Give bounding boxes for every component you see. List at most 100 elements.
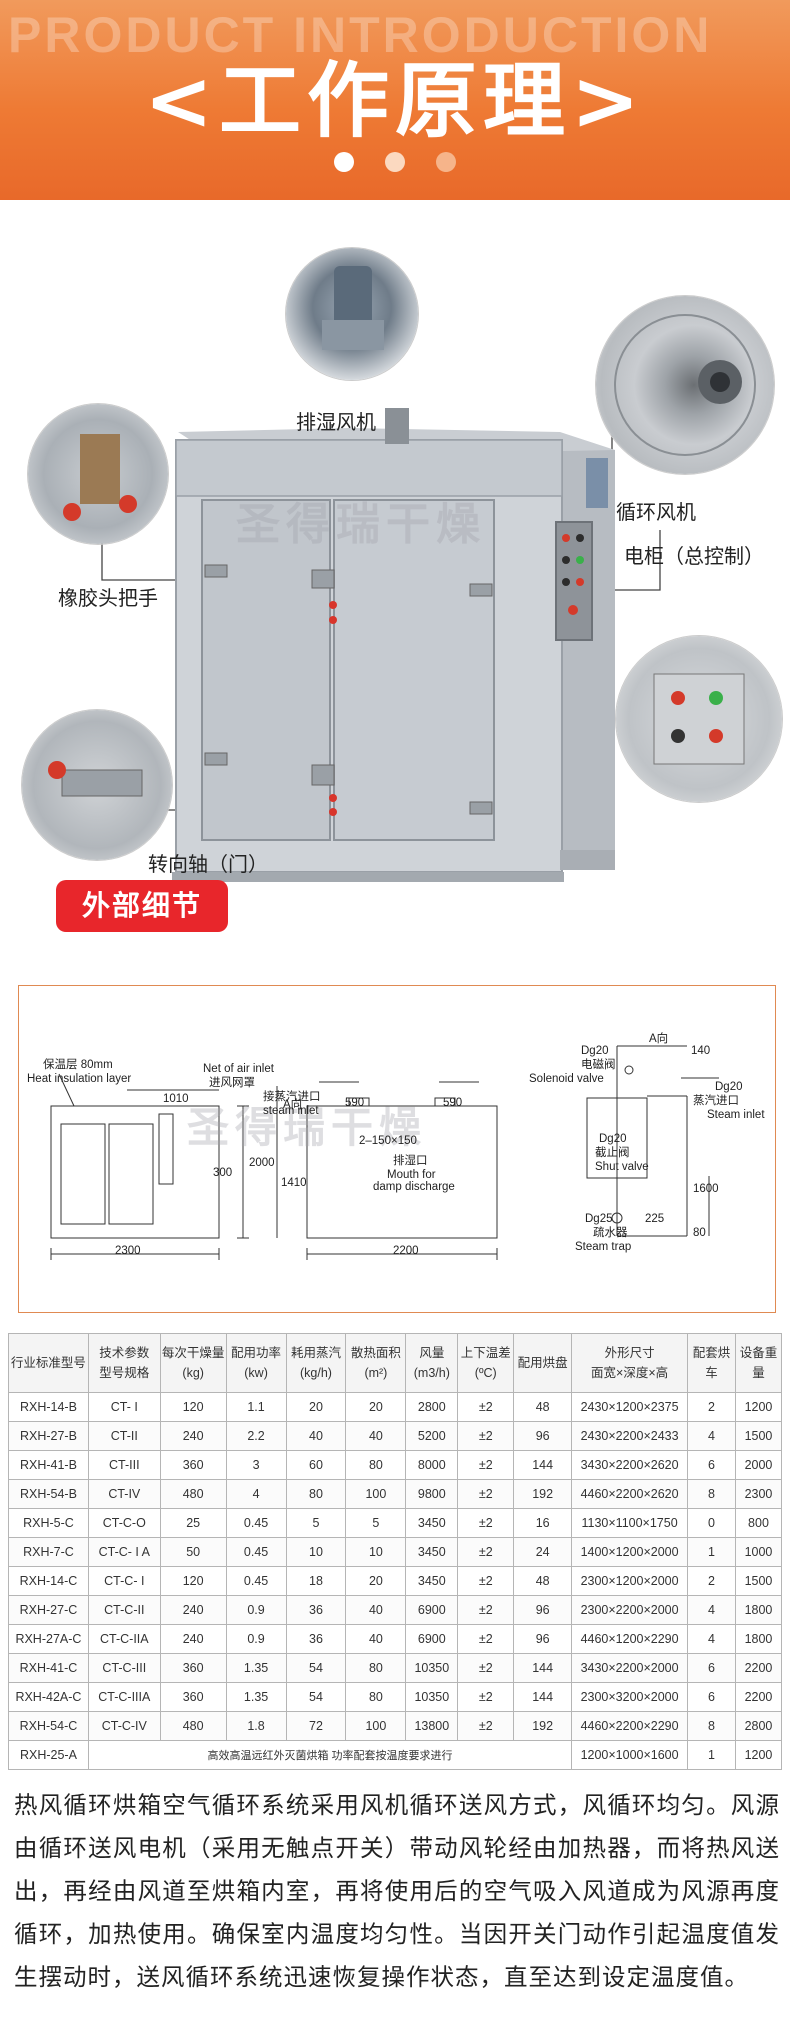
air-inlet-cn: 进风网罩 [209, 1077, 255, 1089]
table-cell: ±2 [457, 1566, 515, 1596]
shut-cn: 截止阀 [595, 1147, 630, 1159]
dim-1410: 1410 [281, 1177, 307, 1189]
table-cell: 144 [513, 1682, 573, 1712]
table-cell: 100 [345, 1711, 407, 1741]
table-cell: 192 [513, 1479, 573, 1509]
table-cell: 40 [345, 1624, 407, 1654]
table-cell: 4460×1200×2290 [571, 1624, 689, 1654]
table-cell: RXH-42A-C [8, 1682, 89, 1712]
dot-3 [436, 152, 457, 172]
fan-icon [614, 314, 756, 456]
table-cell: 1500 [734, 1421, 783, 1451]
table-cell: 72 [285, 1711, 347, 1741]
table-cell: ±2 [457, 1450, 515, 1480]
table-cell: 0 [687, 1508, 736, 1538]
technical-drawing: 圣得瑞干燥 保温层 80mm Heat insulation layer Net… [18, 985, 776, 1313]
dim-80: 80 [693, 1227, 706, 1239]
table-cell: 100 [345, 1479, 407, 1509]
label-circulation-fan: 循环风机 [616, 500, 696, 524]
header-cell: 配用功率(kw) [225, 1333, 287, 1393]
table-cell: 2430×2200×2433 [571, 1421, 689, 1451]
table-cell: 2300×2200×2000 [571, 1595, 689, 1625]
motor-icon [322, 266, 384, 350]
table-cell: ±2 [457, 1624, 515, 1654]
table-cell: 1000 [734, 1537, 783, 1567]
header-banner: PRODUCT INTRODUCTION <工作原理> [0, 0, 790, 200]
trap-en: Steam trap [575, 1241, 632, 1253]
rubber-handle-callout [28, 404, 168, 544]
table-cell: 3430×2200×2620 [571, 1450, 689, 1480]
section-title: <工作原理> [144, 54, 646, 149]
table-cell: 36 [285, 1624, 347, 1654]
oven-illustration [101, 408, 661, 882]
table-cell: 60 [285, 1450, 347, 1480]
steam-inlet-en: steam inlet [263, 1105, 319, 1117]
solenoid-en: Solenoid valve [529, 1073, 604, 1085]
table-cell: CT-C-IIA [87, 1624, 161, 1654]
banner-dots [0, 152, 790, 176]
table-cell: 50 [159, 1537, 227, 1567]
table-cell: RXH-5-C [8, 1508, 89, 1538]
solenoid-cn: 电磁阀 [581, 1059, 616, 1071]
table-cell: 1200 [734, 1740, 783, 1770]
hinge-callout [22, 710, 172, 860]
table-cell: 4460×2200×2620 [571, 1479, 689, 1509]
table-cell: 2800 [405, 1392, 459, 1422]
table-cell: 1.35 [225, 1682, 287, 1712]
table-cell: ±2 [457, 1653, 515, 1683]
table-cell: RXH-25-A [8, 1740, 89, 1770]
table-cell: 2 [687, 1392, 736, 1422]
table-cell: CT-C-III [87, 1653, 161, 1683]
table-cell: CT- I [87, 1392, 161, 1422]
table-cell: 18 [285, 1566, 347, 1596]
table-cell: 3450 [405, 1508, 459, 1538]
table-cell: 360 [159, 1653, 227, 1683]
table-cell: ±2 [457, 1537, 515, 1567]
table-cell: 3 [225, 1450, 287, 1480]
table-cell: RXH-27-C [8, 1595, 89, 1625]
table-cell: 6 [687, 1682, 736, 1712]
table-cell: RXH-14-B [8, 1392, 89, 1422]
dim-140: 140 [691, 1045, 711, 1057]
circulation-fan-callout [596, 296, 774, 474]
table-cell: 144 [513, 1653, 573, 1683]
table-cell: 480 [159, 1711, 227, 1741]
table-cell: CT-C-O [87, 1508, 161, 1538]
dim-1010: 1010 [163, 1093, 189, 1105]
table-cell: 6900 [405, 1624, 459, 1654]
table-cell: 1 [687, 1537, 736, 1567]
a-view: A向 [649, 1033, 669, 1045]
table-cell: CT-III [87, 1450, 161, 1480]
table-cell: RXH-27A-C [8, 1624, 89, 1654]
header-cell: 外形尺寸面宽×深度×高 [571, 1333, 689, 1393]
table-cell: 8 [687, 1711, 736, 1741]
a-direction: A向 [283, 1099, 303, 1111]
table-cell: 5200 [405, 1421, 459, 1451]
table-cell: 6 [687, 1653, 736, 1683]
table-cell: CT-C-IV [87, 1711, 161, 1741]
dim-590b: 590 [443, 1097, 463, 1109]
header-cell: 设备重量 [734, 1333, 783, 1393]
control-panel-icon [653, 673, 745, 765]
table-cell: 1400×1200×2000 [571, 1537, 689, 1567]
table-cell: 1200 [734, 1392, 783, 1422]
table-cell: RXH-41-B [8, 1450, 89, 1480]
label-rubber-handle: 橡胶头把手 [58, 586, 158, 610]
table-cell: 1.35 [225, 1653, 287, 1683]
description-paragraph: 热风循环烘箱空气循环系统采用风机循环送风方式，风循环均匀。风源由循环送风电机（采… [14, 1791, 780, 1991]
label-exhaust-fan: 排湿风机 [296, 410, 376, 434]
table-cell: 10350 [405, 1682, 459, 1712]
table-cell: 0.9 [225, 1624, 287, 1654]
table-cell: 800 [734, 1508, 783, 1538]
table-cell: 1.8 [225, 1711, 287, 1741]
table-cell: 96 [513, 1595, 573, 1625]
table-cell: 2000 [734, 1450, 783, 1480]
trap-cn: 疏水器 [593, 1227, 628, 1239]
